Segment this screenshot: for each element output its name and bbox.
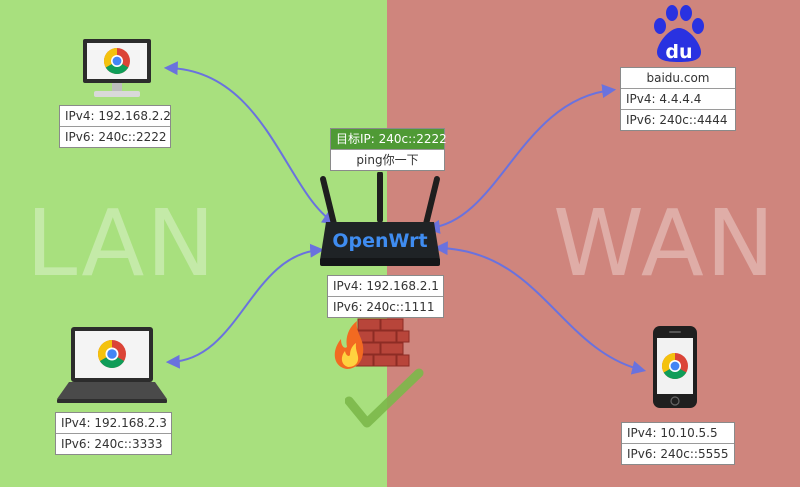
ping-target-header: 目标IP: 240c::2222 <box>331 129 447 150</box>
laptop-ipv4: IPv4: 192.168.2.3 <box>56 413 171 434</box>
router-ipv6: IPv6: 240c::1111 <box>333 300 435 314</box>
smartphone-icon <box>653 326 697 408</box>
checkmark-icon <box>345 368 424 428</box>
baidu-ipv4: IPv4: 4.4.4.4 <box>621 89 735 110</box>
router-info-box: IPv4: 192.168.2.1 IPv6: 240c::1111 <box>327 275 444 318</box>
arrow-router-baidu <box>425 84 617 234</box>
arrow-router-desktop <box>163 61 337 225</box>
baidu-domain: baidu.com <box>621 68 735 89</box>
chrome-icon <box>98 340 126 368</box>
desktop-ipv6: IPv6: 240c::2222 <box>65 130 167 144</box>
laptop-ipv6: IPv6: 240c::3333 <box>61 437 163 451</box>
arrow-router-laptop <box>165 243 325 369</box>
laptop-info-box: IPv4: 192.168.2.3 IPv6: 240c::3333 <box>55 412 172 455</box>
phone-info-box: IPv4: 10.10.5.5 IPv6: 240c::5555 <box>621 422 735 465</box>
router-brand: OpenWrt <box>332 230 427 252</box>
baidu-ipv6: IPv6: 240c::4444 <box>626 113 728 127</box>
flame-icon <box>334 321 364 369</box>
ping-target-box: 目标IP: 240c::2222 ping你一下 <box>330 128 447 171</box>
baidu-paw-icon: du <box>654 5 704 63</box>
desktop-ipv4: IPv4: 192.168.2.2 <box>60 106 171 127</box>
chrome-icon <box>661 353 688 380</box>
desktop-info-box: IPv4: 192.168.2.2 IPv6: 240c::2222 <box>59 105 171 148</box>
laptop-icon <box>57 327 167 403</box>
desktop-monitor-icon <box>83 39 151 97</box>
router-icon: OpenWrt <box>320 172 440 266</box>
router-ipv4: IPv4: 192.168.2.1 <box>328 276 443 297</box>
baidu-logo-text: du <box>665 41 692 63</box>
firewall-icon <box>334 318 410 369</box>
chrome-icon <box>103 48 130 75</box>
baidu-info-box: baidu.com IPv4: 4.4.4.4 IPv6: 240c::4444 <box>620 67 736 131</box>
ping-target-action: ping你一下 <box>356 153 419 167</box>
arrow-router-phone <box>433 241 647 375</box>
phone-ipv4: IPv4: 10.10.5.5 <box>622 423 734 444</box>
phone-ipv6: IPv6: 240c::5555 <box>627 447 729 461</box>
